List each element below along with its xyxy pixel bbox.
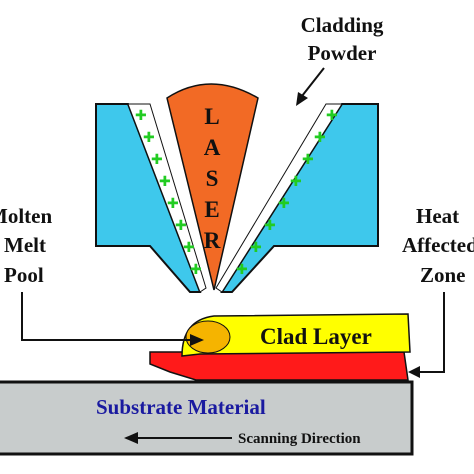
cladding-powder-label-line1: Cladding <box>301 13 384 37</box>
cladding-powder-label-line2: Powder <box>308 41 377 65</box>
powder-particle: ✚ <box>236 262 248 278</box>
powder-particle: ✚ <box>167 196 179 212</box>
scanning-direction-arrowhead <box>124 432 138 444</box>
laser-letter: S <box>206 166 219 191</box>
powder-particle: ✚ <box>302 152 314 168</box>
powder-particle: ✚ <box>314 130 326 146</box>
scanning-direction-label: Scanning Direction <box>238 431 361 447</box>
laser-beam <box>166 83 259 291</box>
powder-particle: ✚ <box>326 108 338 124</box>
haz-arrowhead <box>408 366 420 378</box>
powder-particles-left: ✚ ✚ ✚ ✚ ✚ ✚ ✚ ✚ <box>135 108 202 278</box>
powder-particle: ✚ <box>143 130 155 146</box>
powder-particle: ✚ <box>250 240 262 256</box>
melt-pool-label-line3: Pool <box>4 263 44 287</box>
cladding-powder-arrowhead <box>296 92 308 106</box>
clad-layer <box>181 313 411 357</box>
haz-label-line3: Zone <box>420 263 466 287</box>
haz-pointer <box>418 292 445 373</box>
substrate-block <box>0 380 414 456</box>
melt-pool <box>185 320 231 354</box>
haz-label-line1: Heat <box>416 204 459 228</box>
powder-particle: ✚ <box>264 218 276 234</box>
laser-letter: A <box>204 135 221 160</box>
powder-particle: ✚ <box>190 262 202 278</box>
powder-channel-right <box>215 103 343 293</box>
melt-pool-arrowhead <box>190 334 204 346</box>
laser-letter: R <box>204 228 221 253</box>
powder-particle: ✚ <box>159 174 171 190</box>
powder-particle: ✚ <box>175 218 187 234</box>
powder-particle: ✚ <box>135 108 147 124</box>
melt-pool-label-line2: Melt <box>4 233 46 257</box>
powder-particle: ✚ <box>151 152 163 168</box>
powder-particle: ✚ <box>278 196 290 212</box>
powder-particles-right: ✚ ✚ ✚ ✚ ✚ ✚ ✚ ✚ <box>236 108 338 278</box>
powder-channel-left <box>127 103 207 293</box>
melt-pool-pointer <box>21 292 192 341</box>
melt-pool-label-line1: Molten <box>0 204 52 228</box>
heat-affected-zone <box>149 351 409 381</box>
cladding-powder-pointer <box>301 67 325 97</box>
clad-layer-label: Clad Layer <box>260 324 372 349</box>
substrate-material-label: Substrate Material <box>96 395 266 419</box>
laser-letter: E <box>204 197 219 222</box>
powder-particle: ✚ <box>183 240 195 256</box>
haz-label-line2: Affected <box>402 233 474 257</box>
laser-letter: L <box>204 104 219 129</box>
powder-particle: ✚ <box>290 174 302 190</box>
